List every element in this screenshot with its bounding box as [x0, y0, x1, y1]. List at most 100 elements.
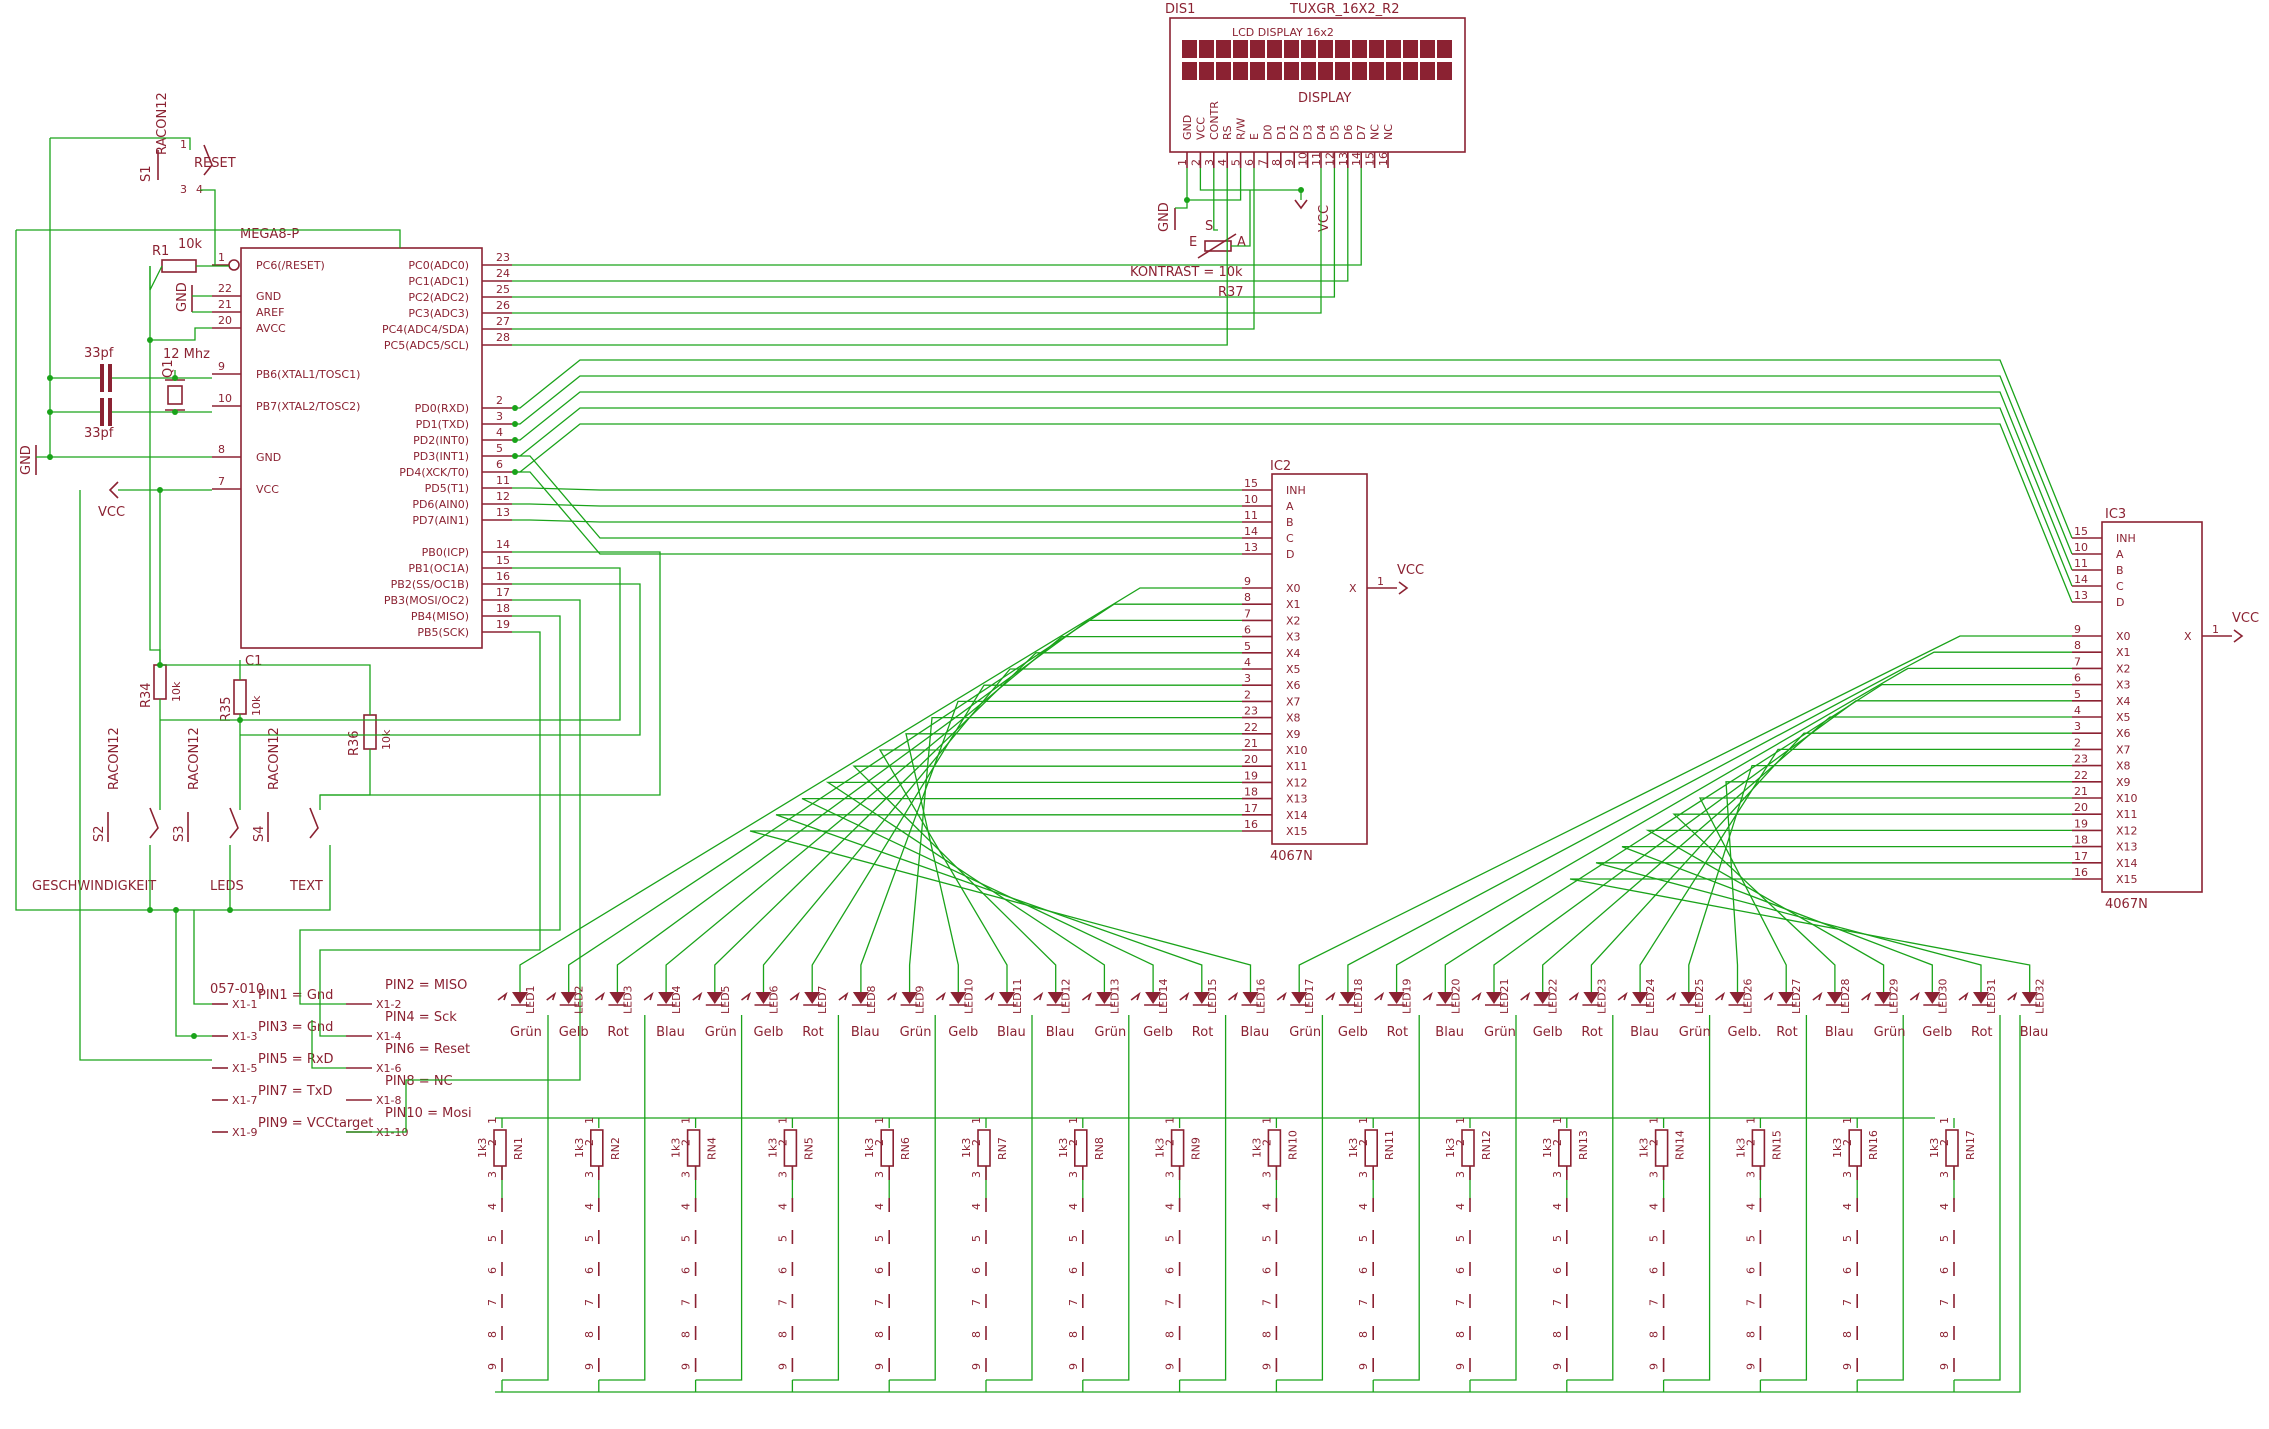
rn-pin-num: 9	[486, 1363, 499, 1370]
led-cathode-wire	[1954, 1015, 2001, 1381]
rn-value: 1k3	[1057, 1138, 1070, 1158]
mux-pin-num: 3	[2074, 720, 2081, 733]
rn-body	[880, 1129, 895, 1167]
led-triangle	[1534, 992, 1551, 1004]
isp-sck	[319, 631, 541, 1037]
rn-name: RN14	[1674, 1130, 1687, 1160]
rn-pin-num: 3	[1454, 1171, 1467, 1178]
rn-value: 1k3	[960, 1138, 973, 1158]
rn-pin-num: 5	[776, 1235, 789, 1242]
mcu-pin-num: 2	[496, 394, 503, 407]
ic2-channel-wire	[568, 603, 1242, 992]
rn-pin-num: 1	[1551, 1117, 1564, 1124]
mux-pin-num: 19	[2074, 817, 2088, 830]
rn-pin-num: 3	[873, 1171, 886, 1178]
rn-pin-num: 8	[1357, 1331, 1370, 1338]
rw-gnd-wire	[1187, 168, 1242, 201]
mux-pin-num: 3	[1244, 672, 1251, 685]
led-ray	[1033, 991, 1044, 1001]
rn-pin-num: 7	[1067, 1299, 1080, 1306]
led-color: Blau	[1046, 1025, 1075, 1040]
led-name: LED13	[1108, 978, 1121, 1014]
rn-pin-num: 1	[970, 1117, 983, 1124]
rn-pin-num: 2	[1067, 1139, 1080, 1146]
s1-pin3: 3	[180, 183, 187, 196]
r37-wiper	[1197, 233, 1237, 259]
led-name: LED27	[1790, 978, 1803, 1014]
lcd-cell	[1352, 40, 1367, 58]
mcu-pin-name: PB3(MOSI/OC2)	[384, 594, 469, 607]
ic2-channel-wire	[762, 668, 1242, 992]
rn-body	[1945, 1129, 1959, 1167]
rn-body	[1170, 1129, 1185, 1167]
led-triangle	[1242, 992, 1259, 1004]
mux-pin-name: X13	[1286, 793, 1308, 806]
rn-pin-num: 5	[1744, 1235, 1757, 1242]
led-ray	[1325, 991, 1336, 1001]
mux-pin-num: 16	[1244, 818, 1258, 831]
rn-pin-num: 7	[970, 1299, 983, 1306]
mux-pin-name: X11	[1286, 760, 1308, 773]
mode-switches: S2 RACON12 S3 RACON12 S4 RACON12 GESCHWI…	[32, 727, 323, 894]
ic3-channel-wire	[1698, 797, 2072, 992]
led-name: LED20	[1449, 978, 1462, 1014]
rn-pin-num: 9	[1744, 1363, 1757, 1370]
main-vcc-label: VCC	[98, 505, 125, 520]
mux-pin-num: 2	[1244, 688, 1251, 701]
mux-pin-name: X1	[1286, 598, 1301, 611]
led-ray	[1812, 991, 1823, 1001]
mcu-pin-name: AREF	[256, 306, 284, 319]
led-cathode-wire	[1857, 1015, 1904, 1381]
led-color: Blau	[1435, 1025, 1464, 1040]
led-name: LED14	[1157, 978, 1170, 1014]
rn-pin-num: 1	[1454, 1117, 1467, 1124]
mcu-pin-num: 27	[496, 315, 510, 328]
led-name: LED5	[719, 985, 732, 1014]
isp-pin-label: X1-5	[232, 1062, 258, 1075]
mux-pin-name: X13	[2116, 841, 2138, 854]
rn-pin-num: 3	[1067, 1171, 1080, 1178]
led-triangle	[2021, 992, 2038, 1004]
ic2-control-wire	[512, 503, 1242, 507]
isp-pin-desc: PIN8 = NC	[385, 1074, 453, 1089]
rn-pin-num: 6	[1551, 1267, 1564, 1274]
rn-pin-num: 6	[1260, 1267, 1273, 1274]
r34-body	[153, 664, 167, 700]
pot-a-label: A	[1237, 235, 1246, 250]
lcd-cell	[1318, 40, 1333, 58]
rn-pin-num: 5	[1841, 1235, 1854, 1242]
rn-body	[589, 1129, 604, 1167]
led-cathode-wire	[986, 1015, 1033, 1381]
lcd-pin-name: D4	[1315, 125, 1328, 140]
led-ray	[497, 991, 508, 1001]
rn-pin-num: 7	[1938, 1299, 1951, 1306]
s3-racon-label: RACON12	[187, 727, 202, 790]
mux-pin-name: X12	[2116, 824, 2138, 837]
rn-pin-num: 9	[1938, 1363, 1951, 1370]
rn-pin-num: 8	[1067, 1331, 1080, 1338]
lcd-cell	[1437, 40, 1452, 58]
led-triangle	[560, 992, 577, 1004]
led-ray	[984, 991, 995, 1001]
lcd-cell	[1250, 40, 1265, 58]
mcu-pin-num: 11	[496, 474, 510, 487]
rn-pin-num: 6	[873, 1267, 886, 1274]
led-cathode-wire	[598, 1015, 646, 1381]
lcd-cell	[1233, 62, 1248, 80]
display-inner-label: DISPLAY	[1298, 91, 1351, 106]
portc-wire	[512, 168, 1255, 330]
ic3-channel-wire	[1672, 813, 2072, 992]
s3-to-pb2	[240, 583, 641, 736]
s3-contact	[229, 807, 239, 839]
mux-pin-num: 19	[1244, 769, 1258, 782]
mux-pin-num: 22	[1244, 721, 1258, 734]
led-name: LED16	[1255, 978, 1268, 1014]
isp-mosi	[346, 599, 581, 1133]
junction	[1298, 187, 1304, 193]
